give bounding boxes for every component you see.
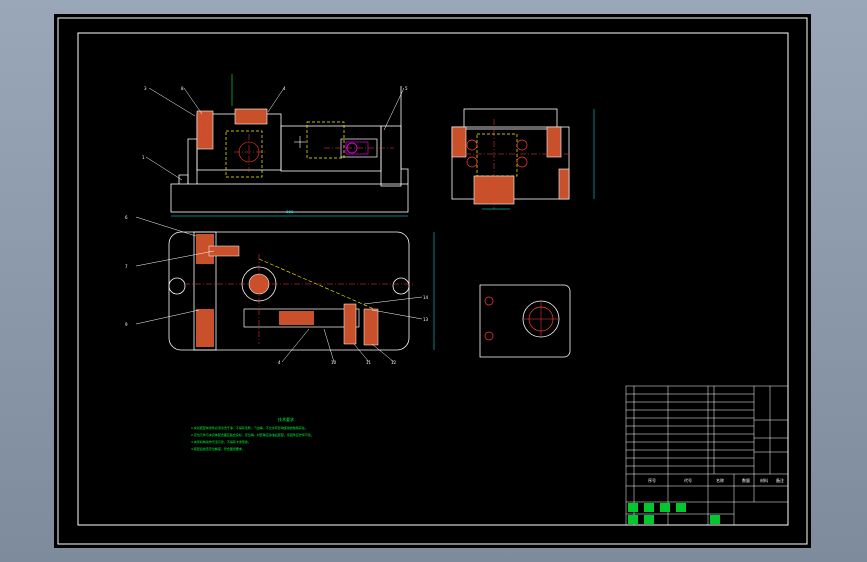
title-block-header: 备注 bbox=[776, 477, 784, 483]
technical-notes: 技术要求 1.夹具装配前零件必须清洗干净，不得有毛刺、飞边等，不允许有影响使用的… bbox=[191, 416, 381, 453]
title-block bbox=[625, 385, 789, 526]
title-block-header: 数量 bbox=[742, 477, 750, 483]
callout-label: 9 bbox=[125, 322, 128, 327]
outer-frame bbox=[57, 17, 808, 545]
callout-label: 13 bbox=[423, 317, 429, 322]
callout-label: 5 bbox=[405, 86, 408, 91]
svg-text:ooo: ooo bbox=[286, 209, 294, 214]
title-block-header: 代号 bbox=[684, 477, 692, 483]
title-block-header: 名称 bbox=[716, 477, 724, 483]
front-view: ooo 3 8 4 5 1 bbox=[142, 74, 409, 217]
detail-view bbox=[479, 284, 571, 358]
notes-line: 1.夹具装配前零件必须清洗干净，不得有毛刺、飞边等，不允许有影响使用的缺陷存在。 bbox=[191, 426, 308, 430]
callout-label: 14 bbox=[423, 295, 429, 300]
callout-label: 8 bbox=[181, 86, 184, 91]
callout-label: 3 bbox=[144, 86, 147, 91]
callout-label: 4 bbox=[283, 86, 286, 91]
title-block-green-cells bbox=[628, 503, 720, 524]
callout-label: 7 bbox=[125, 264, 128, 269]
callout-label: 10 bbox=[331, 360, 337, 365]
callout-label: 4 bbox=[278, 360, 281, 365]
notes-line: 2.定位元件与夹具体配合面应贴合良好，定位销、衬套等应涂油后装配，紧固件应拧紧可… bbox=[191, 433, 314, 437]
notes-title: 技术要求 bbox=[278, 417, 294, 422]
top-view: 6 7 9 14 13 4 10 11 12 bbox=[125, 215, 435, 365]
drawing-canvas: ooo 3 8 4 5 1 bbox=[54, 14, 811, 548]
side-view bbox=[451, 108, 595, 210]
callout-label: 11 bbox=[366, 360, 372, 365]
inner-frame bbox=[77, 32, 789, 526]
title-block-header: 材料 bbox=[760, 477, 768, 483]
notes-line: 3.夹紧机构动作灵活可靠，不得有卡滞现象。 bbox=[191, 440, 251, 444]
notes-line: 4.装配后检查定位精度，符合图纸要求。 bbox=[191, 447, 245, 451]
callout-label: 6 bbox=[125, 215, 128, 220]
callout-label: 12 bbox=[391, 360, 397, 365]
title-block-header: 序号 bbox=[648, 477, 656, 483]
title-block-headers: 序号 代号 名称 数量 材料 备注 bbox=[648, 477, 784, 483]
cad-drawing: ooo 3 8 4 5 1 bbox=[57, 17, 808, 545]
callout-label: 1 bbox=[142, 155, 145, 160]
